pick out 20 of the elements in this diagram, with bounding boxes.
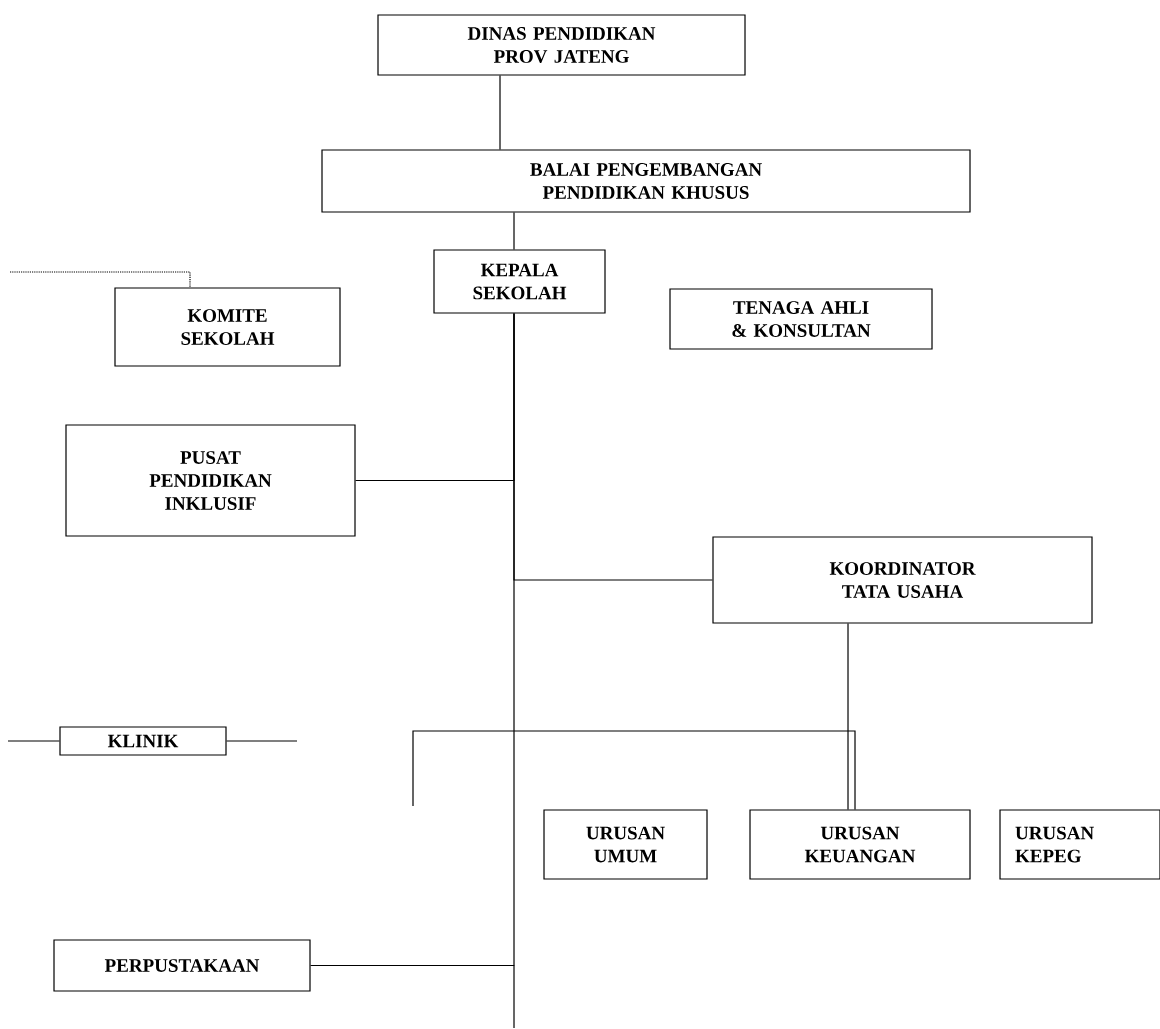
org-box: KEPALA SEKOLAH bbox=[433, 249, 606, 314]
org-box: BALAI PENGEMBANGAN PENDIDIKAN KHUSUS bbox=[321, 149, 971, 213]
connector-line bbox=[7, 740, 60, 742]
org-box: URUSAN KEUANGAN bbox=[749, 809, 971, 880]
org-box: TENAGA AHLI & KONSULTAN bbox=[669, 288, 933, 350]
org-box: DINAS PENDIDIKAN PROV JATENG bbox=[377, 14, 746, 76]
connector-line bbox=[412, 730, 856, 810]
connector-line bbox=[226, 740, 298, 742]
org-box: KLINIK bbox=[59, 726, 227, 756]
org-box: KOORDINATOR TATA USAHA bbox=[712, 536, 1093, 624]
connector-line bbox=[847, 623, 849, 810]
connector-line bbox=[499, 75, 501, 150]
connector-line bbox=[310, 313, 515, 967]
org-box: KOMITE SEKOLAH bbox=[114, 287, 341, 367]
org-box: PERPUSTAKAAN bbox=[53, 939, 311, 992]
org-box: PUSAT PENDIDIKAN INKLUSIF bbox=[65, 424, 356, 537]
org-box: URUSAN KEPEG bbox=[999, 809, 1160, 880]
org-box: URUSAN UMUM bbox=[543, 809, 708, 880]
connector-line bbox=[513, 212, 515, 250]
connector-line bbox=[9, 271, 191, 288]
